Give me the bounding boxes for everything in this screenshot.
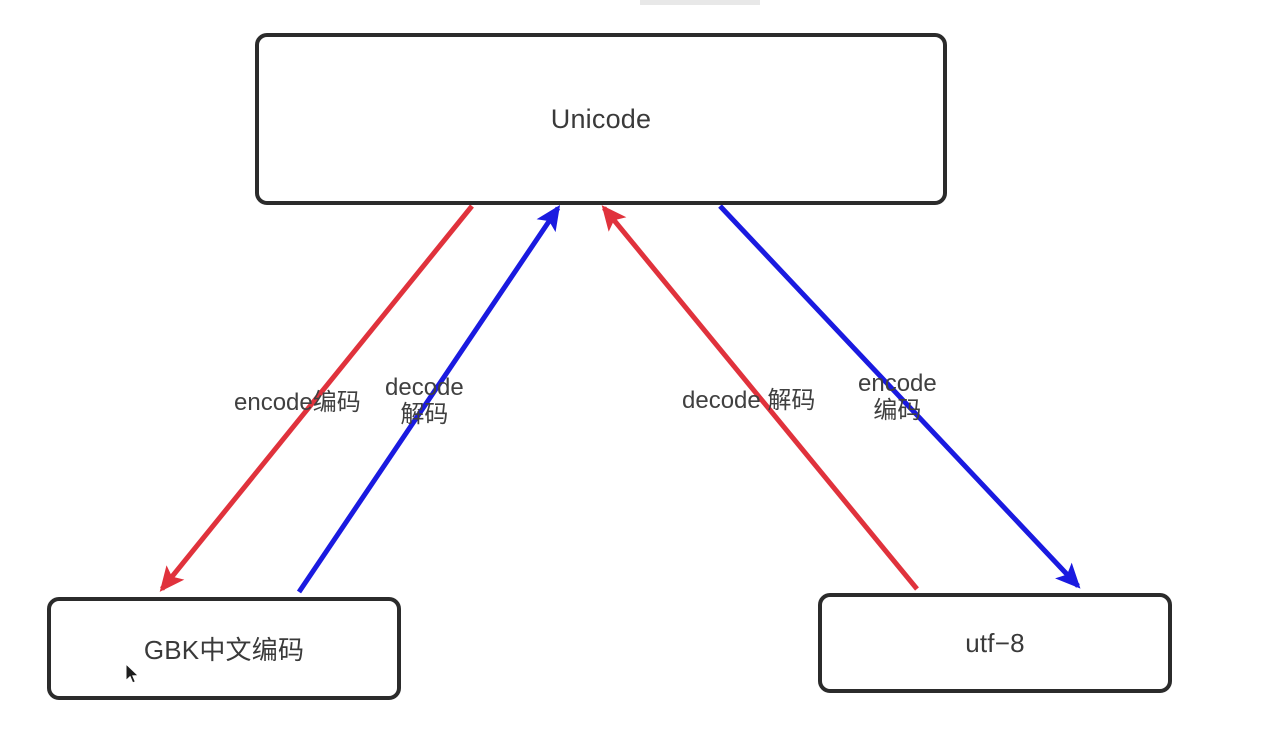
edge-label-decode-utf8-to-unicode: decode 解码 [682,387,816,414]
edge-utf8-to-unicode [601,205,919,591]
node-unicode[interactable]: Unicode [255,33,947,205]
edge-label-encode-right-line2: 编码 [873,396,922,424]
node-utf8[interactable]: utf−8 [818,593,1172,693]
clipped-top-artifact [640,0,760,5]
edge-unicode-to-utf8 [718,204,1081,589]
edge-label-decode-left-line2: 解码 [400,400,449,428]
edge-unicode-to-gbk [159,204,474,592]
edge-gbk-to-unicode [296,204,561,594]
node-gbk-label: GBK中文编码 [143,635,305,665]
node-utf8-label: utf−8 [965,627,1025,658]
edge-label-encode-unicode-to-gbk: encode编码 [234,389,361,416]
node-unicode-label: Unicode [550,103,652,134]
edge-label-decode-left-line1: decode [385,374,464,401]
edge-label-encode-right-line1: encode [858,370,937,397]
node-gbk[interactable]: GBK中文编码 [47,597,401,700]
